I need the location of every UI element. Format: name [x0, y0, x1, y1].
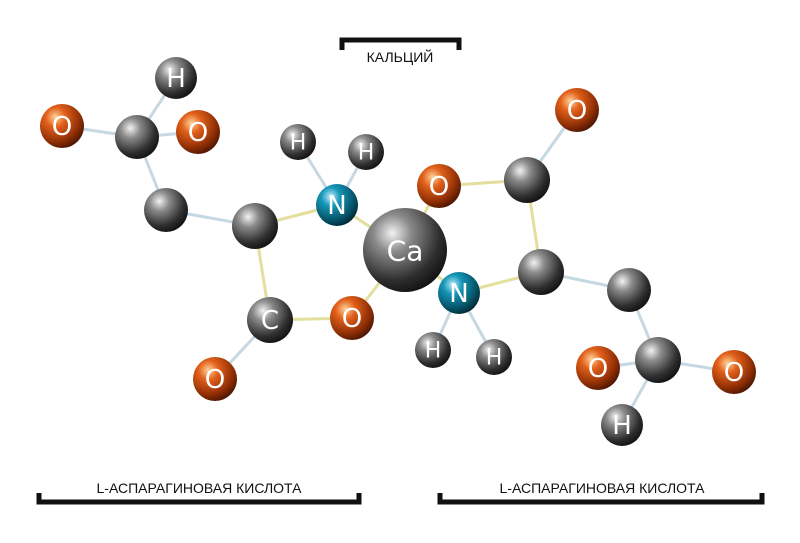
- right-acid-label: L-АСПАРАГИНОВАЯ КИСЛОТА: [500, 480, 706, 496]
- atom-carbon: [232, 203, 278, 249]
- atom-symbol: H: [486, 346, 503, 371]
- atom-symbol: H: [166, 64, 186, 94]
- left-acid-caption: L-АСПАРАГИНОВАЯ КИСЛОТА: [36, 480, 362, 505]
- atom-sphere: [601, 404, 643, 446]
- atom-sphere: [504, 157, 550, 203]
- atom-carbon: [635, 337, 681, 383]
- atom-oxygen: O: [555, 88, 599, 132]
- atom-oxygen: O: [193, 357, 237, 401]
- calcium-label: КАЛЬЦИЙ: [367, 48, 434, 65]
- atom-hydrogen: H: [601, 404, 643, 446]
- atom-hydrogen: H: [348, 134, 384, 170]
- atom-carbon: [115, 115, 159, 159]
- right-acid-bracket: [437, 493, 765, 505]
- atom-sphere: [635, 337, 681, 383]
- atom-symbol: Ca: [387, 235, 424, 268]
- atom-nitrogen: N: [438, 272, 480, 314]
- atom-sphere: [176, 110, 220, 154]
- atom-sphere: [607, 268, 651, 312]
- atom-sphere: [232, 203, 278, 249]
- atom-sphere: [438, 272, 480, 314]
- atom-sphere: [576, 346, 620, 390]
- atom-symbol: O: [567, 96, 587, 126]
- atom-carbon: [518, 249, 564, 295]
- atom-sphere: [193, 357, 237, 401]
- atom-oxygen: O: [40, 104, 84, 148]
- atom-symbol: O: [188, 118, 208, 148]
- atom-sphere: [348, 134, 384, 170]
- atom-sphere: [712, 350, 756, 394]
- atom-sphere: [415, 332, 451, 368]
- right-acid-caption: L-АСПАРАГИНОВАЯ КИСЛОТА: [437, 480, 765, 505]
- atom-sphere: [280, 124, 316, 160]
- atom-carbon: [504, 157, 550, 203]
- atom-sphere: [555, 88, 599, 132]
- atom-symbol: H: [425, 339, 442, 364]
- atom-hydrogen: H: [155, 57, 197, 99]
- atom-sphere: [155, 57, 197, 99]
- atom-sphere: [363, 208, 447, 292]
- atom-symbol: O: [588, 354, 608, 384]
- calcium-caption: КАЛЬЦИЙ: [339, 37, 462, 65]
- atom-symbol: O: [342, 304, 362, 334]
- atom-symbol: H: [290, 131, 307, 156]
- atom-oxygen: O: [576, 346, 620, 390]
- atom-carbon: [144, 188, 188, 232]
- atom-symbol: O: [205, 365, 225, 395]
- atom-sphere: [518, 249, 564, 295]
- atom-oxygen: O: [176, 110, 220, 154]
- atom-carbon: [607, 268, 651, 312]
- atom-oxygen: O: [712, 350, 756, 394]
- atom-sphere: [417, 164, 461, 208]
- atom-symbol: O: [52, 112, 72, 142]
- atom-sphere: [247, 297, 293, 343]
- atom-nitrogen: N: [316, 184, 358, 226]
- atom-oxygen: O: [330, 296, 374, 340]
- atom-sphere: [40, 104, 84, 148]
- atom-hydrogen: H: [280, 124, 316, 160]
- atom-calcium: Ca: [363, 208, 447, 292]
- atom-carbon-labeled: C: [247, 297, 293, 343]
- atoms: H O O H H N: [40, 57, 756, 446]
- atom-oxygen: O: [417, 164, 461, 208]
- atom-symbol: O: [429, 172, 449, 202]
- atom-hydrogen: H: [476, 339, 512, 375]
- atom-sphere: [316, 184, 358, 226]
- atom-sphere: [330, 296, 374, 340]
- calcium-bracket: [339, 37, 462, 50]
- atom-symbol: H: [612, 411, 632, 441]
- atom-hydrogen: H: [415, 332, 451, 368]
- atom-sphere: [144, 188, 188, 232]
- atom-symbol: N: [327, 191, 346, 221]
- atom-symbol: O: [724, 358, 744, 388]
- atom-symbol: N: [449, 279, 468, 309]
- left-acid-label: L-АСПАРАГИНОВАЯ КИСЛОТА: [97, 480, 303, 496]
- atom-symbol: H: [358, 141, 375, 166]
- atom-symbol: C: [261, 306, 279, 336]
- left-acid-bracket: [36, 493, 362, 505]
- atom-sphere: [115, 115, 159, 159]
- atom-sphere: [476, 339, 512, 375]
